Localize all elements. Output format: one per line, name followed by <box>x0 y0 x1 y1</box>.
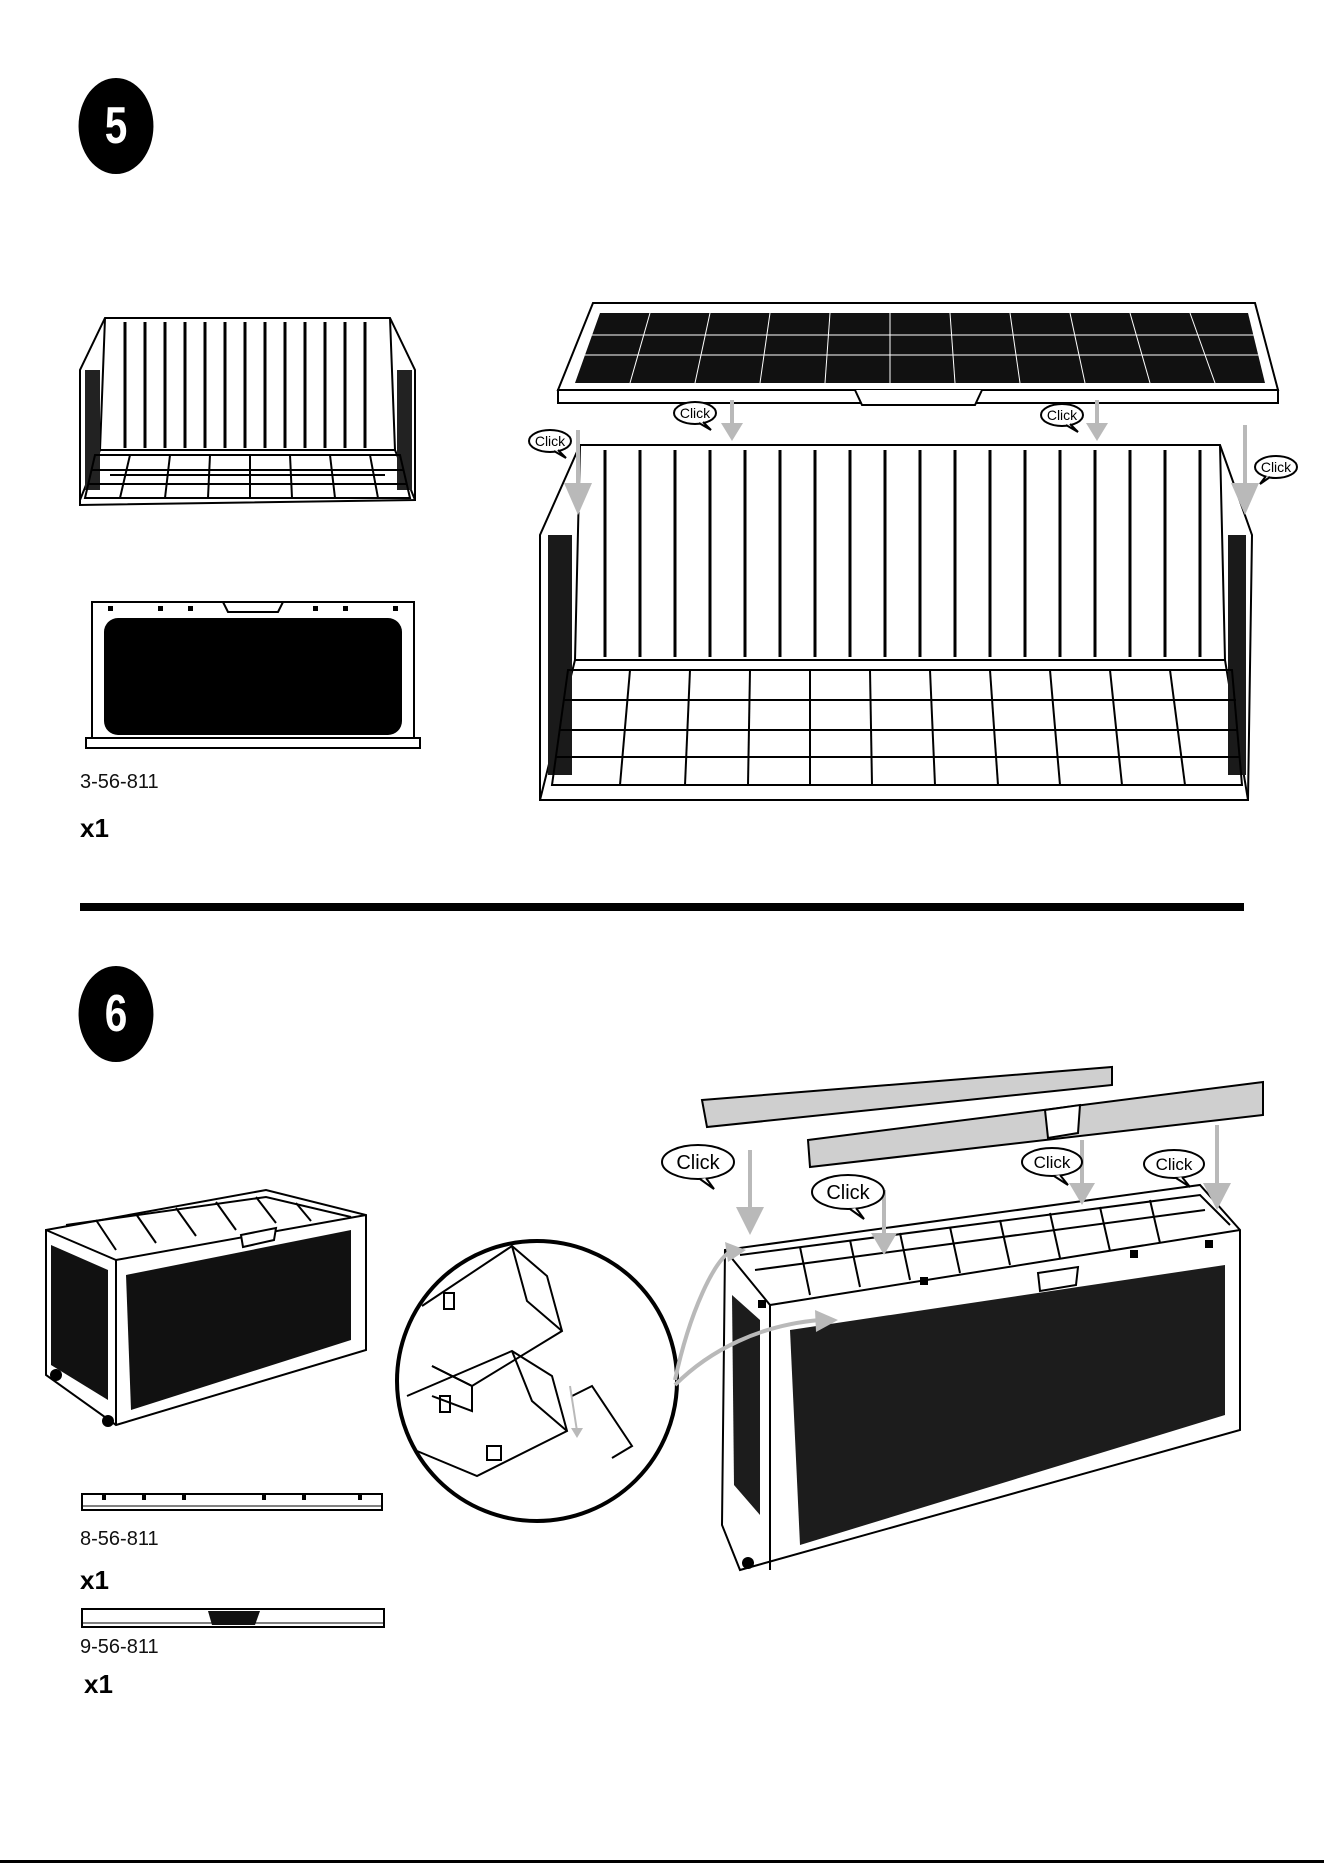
handle-rail-part-illustration <box>80 1605 387 1631</box>
part-quantity: x1 <box>80 1565 109 1596</box>
part-code-label: 8-56-811 <box>80 1528 159 1551</box>
click-callout: Click <box>1040 402 1090 434</box>
step-divider <box>80 903 1244 911</box>
svg-text:Click: Click <box>535 433 566 449</box>
step-number: 5 <box>105 96 128 156</box>
click-callout: Click <box>810 1172 892 1222</box>
svg-text:Click: Click <box>1156 1155 1193 1174</box>
detail-pointer-arrows <box>670 1240 840 1390</box>
svg-text:Click: Click <box>680 405 711 421</box>
detail-zoom-illustration <box>392 1236 682 1526</box>
svg-text:Click: Click <box>676 1152 720 1174</box>
lid-part-illustration <box>88 598 418 753</box>
part-code-label: 9-56-811 <box>80 1636 159 1659</box>
part-quantity: x1 <box>84 1669 113 1700</box>
svg-text:Click: Click <box>1034 1153 1071 1172</box>
part-quantity: x1 <box>80 813 109 844</box>
page-bottom-rule <box>0 1860 1324 1863</box>
step-number-badge: 6 <box>79 966 154 1062</box>
click-callout: Click <box>1142 1147 1212 1189</box>
click-callout: Click <box>660 1142 742 1192</box>
step-number-badge: 5 <box>79 78 154 174</box>
click-callout: Click <box>673 400 723 432</box>
click-callout: Click <box>1252 454 1302 486</box>
rail-part-illustration <box>80 1490 385 1514</box>
click-callout: Click <box>528 428 578 460</box>
svg-text:Click: Click <box>826 1182 870 1204</box>
svg-text:Click: Click <box>1261 459 1292 475</box>
lid-assembly-illustration <box>520 295 1320 815</box>
click-callout: Click <box>1020 1145 1090 1187</box>
step-number: 6 <box>105 984 128 1044</box>
open-basket-illustration <box>70 310 420 520</box>
svg-text:Click: Click <box>1047 407 1078 423</box>
part-code-label: 3-56-811 <box>80 771 159 794</box>
closed-box-illustration <box>36 1185 376 1430</box>
